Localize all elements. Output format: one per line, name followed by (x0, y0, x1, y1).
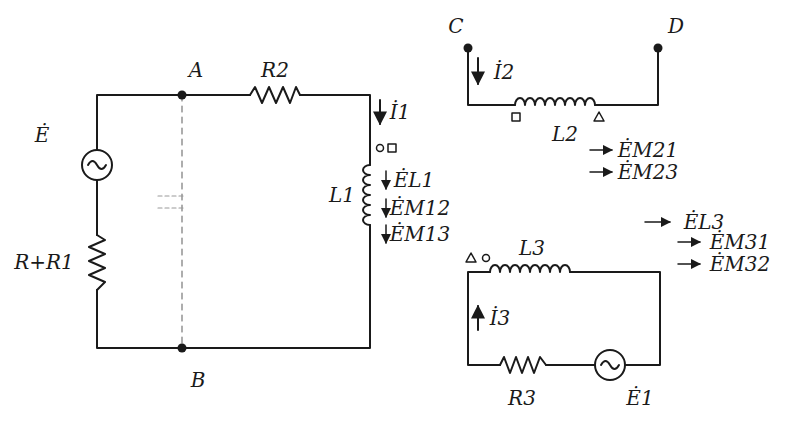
polarity-mark (512, 113, 520, 121)
source-symbol (88, 161, 106, 169)
current-arrow (477, 306, 479, 330)
circuit-label: R2 (261, 60, 289, 80)
source-symbol (601, 361, 619, 369)
wire (97, 225, 370, 348)
circuit-label: ĖM31 (710, 232, 771, 252)
circuit-label: L1 (329, 185, 355, 205)
circuit-label: L3 (519, 238, 545, 258)
resistor-symbol (89, 235, 105, 290)
voltage-arrow (645, 221, 670, 223)
current-arrow (379, 100, 381, 124)
wire (96, 180, 98, 235)
terminal-dot (178, 344, 187, 353)
polarity-mark (483, 255, 490, 262)
inductor-symbol (363, 165, 370, 225)
circuit-label: ĖM21 (618, 140, 679, 160)
resistor-symbol (500, 357, 546, 373)
polarity-mark (388, 144, 396, 152)
terminal-dot (178, 91, 187, 100)
polarity-mark (377, 145, 384, 152)
circuit-label: Ė1 (626, 388, 653, 408)
circuit-label: ĖL3 (684, 212, 725, 232)
wire (546, 364, 595, 366)
circuit-label: ĖM32 (710, 254, 771, 274)
inductor-symbol (490, 265, 570, 272)
circuit-label: Ė (35, 125, 50, 145)
wire (468, 48, 515, 105)
voltage-arrow (590, 149, 612, 151)
source-symbol (595, 350, 625, 380)
circuit-label: İ2 (494, 62, 515, 82)
circuit-label: C (448, 16, 463, 36)
capacitor-symbol (158, 195, 184, 196)
wire (595, 48, 658, 105)
circuit-label: ĖM12 (390, 198, 451, 218)
dashed-branch (181, 95, 182, 348)
terminal-dot (654, 44, 663, 53)
wire (300, 95, 370, 165)
current-arrow (477, 58, 479, 84)
inductor-symbol (515, 98, 595, 105)
source-symbol (82, 150, 112, 180)
circuit-label: İ3 (490, 308, 511, 328)
circuit-label: D (668, 16, 684, 36)
circuit-label: ĖL1 (394, 170, 435, 190)
circuit-label: R3 (508, 388, 536, 408)
terminal-dot (464, 44, 473, 53)
polarity-mark (466, 253, 476, 262)
circuit-label: A (189, 60, 203, 80)
voltage-arrow (590, 171, 612, 173)
circuit-label: İ1 (390, 102, 411, 122)
resistor-symbol (250, 87, 300, 103)
capacitor-symbol (158, 207, 184, 208)
circuit-label: R+R1 (14, 252, 74, 272)
circuit-label: B (191, 370, 206, 390)
circuit-label: L2 (552, 124, 578, 144)
circuit-label: ĖM13 (390, 224, 451, 244)
voltage-arrow (385, 199, 387, 217)
voltage-arrow (385, 171, 387, 189)
voltage-arrow (678, 241, 700, 243)
voltage-arrow (678, 263, 700, 265)
circuit-label: ĖM23 (618, 162, 679, 182)
wire (97, 95, 250, 150)
voltage-arrow (385, 225, 387, 243)
polarity-mark (594, 112, 604, 121)
